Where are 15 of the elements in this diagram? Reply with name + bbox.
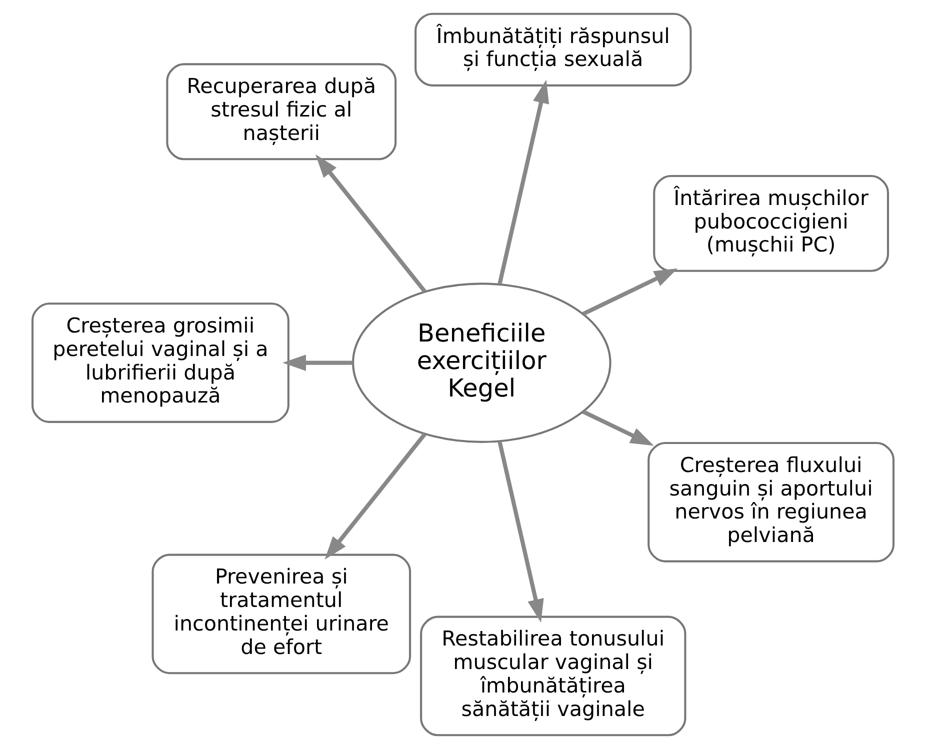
arrow xyxy=(582,410,654,446)
arrow xyxy=(282,354,353,372)
arrow xyxy=(315,154,426,293)
node-box: Creșterea fluxului sanguin și aportului nervos în regiunea pelviană xyxy=(648,442,895,562)
node-box: Restabilirea tonusului muscular vaginal și îmbunătățirea sănătății vaginale xyxy=(420,616,686,736)
node-box: Îmbunătățiți răspunsul și funcția sexuală xyxy=(414,12,692,86)
arrow xyxy=(498,80,550,285)
node-ellipse: Beneficiile exercițiilor Kegel xyxy=(352,282,612,443)
node-box: Creșterea grosimii peretelui vaginal și a lubrifierii după menopauză xyxy=(31,302,290,423)
node-box: Recuperarea după stresul fizic al nașterii xyxy=(166,63,397,160)
node-box: Prevenirea și tratamentul incontinenței urinare de efort xyxy=(152,554,412,674)
arrow xyxy=(582,268,678,316)
arrow xyxy=(498,440,544,623)
arrow xyxy=(324,432,426,560)
node-box: Întărirea mușchilor pubococcigieni (mușchii PC) xyxy=(653,174,890,272)
